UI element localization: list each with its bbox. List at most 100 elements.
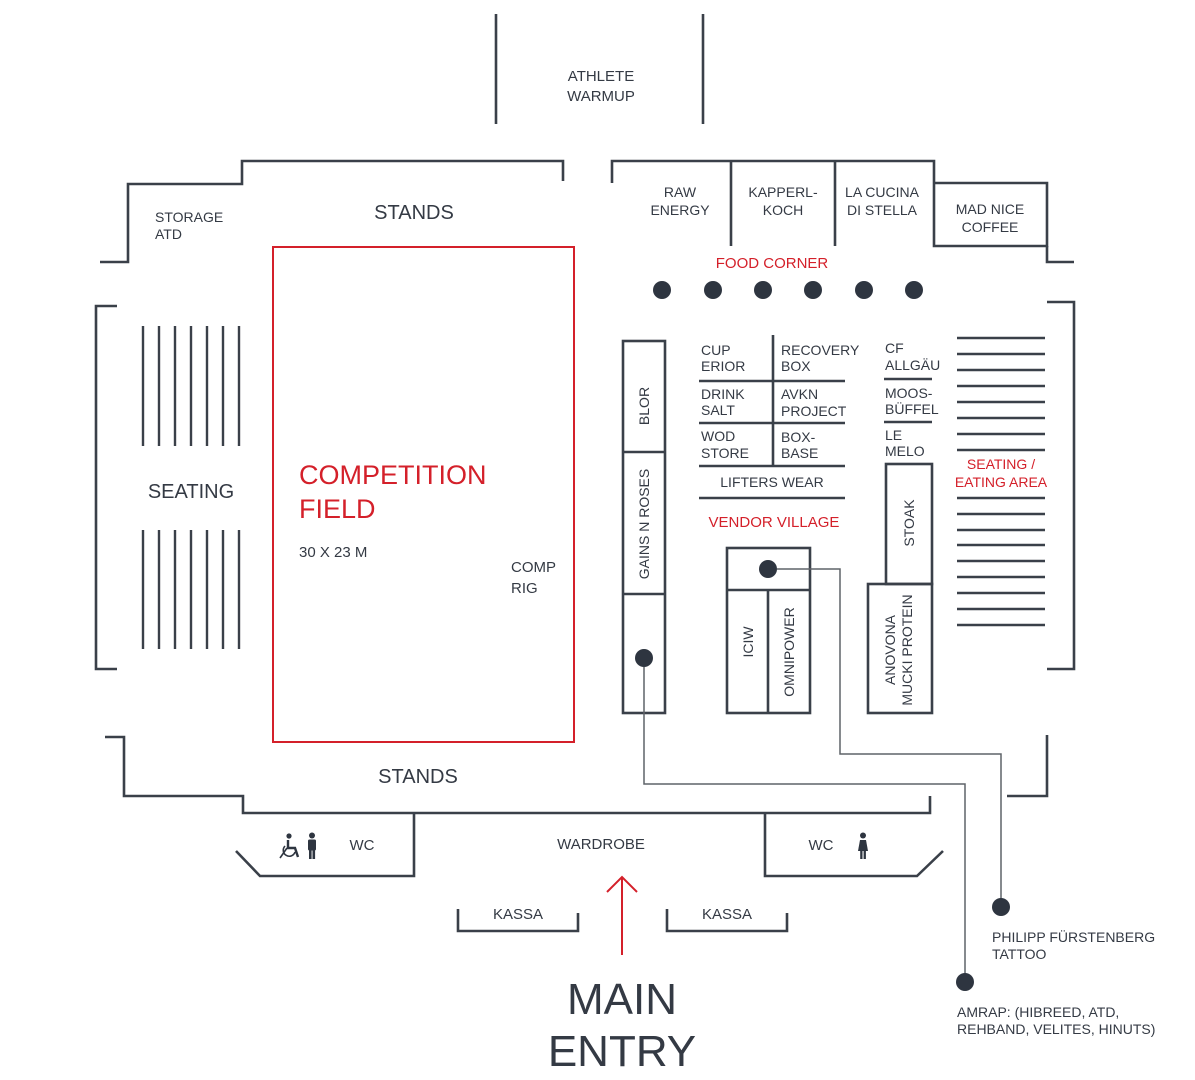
vendor-label: CF <box>885 340 904 356</box>
vendor-label: OMNIPOWER <box>781 607 797 696</box>
wardrobe-label[interactable]: WARDROBE <box>557 836 645 853</box>
wc-right[interactable]: WC <box>763 813 944 878</box>
competition-field-outline <box>272 246 575 743</box>
vendor-label: MELO <box>885 443 925 459</box>
callout-tattoo[interactable]: PHILIPP FÜRSTENBERG TATTOO <box>992 898 1155 962</box>
wall-bottom <box>105 735 932 815</box>
food-stall-mad-nice-coffee[interactable]: MAD NICE COFFEE <box>956 201 1024 235</box>
vendor-le-melo[interactable]: LE MELO <box>885 427 925 459</box>
tattoo-label-1: PHILIPP FÜRSTENBERG <box>992 928 1155 945</box>
vendor-label: ICIW <box>740 626 756 658</box>
main-entry[interactable]: MAIN ENTRY <box>548 975 696 1076</box>
vendor-label: GAINS N ROSES <box>636 469 652 579</box>
food-stall-kapperlkoch[interactable]: KAPPERL- KOCH <box>748 184 818 218</box>
seat-rows-bottom <box>141 530 241 649</box>
table-dot <box>704 281 722 299</box>
table-dot <box>653 281 671 299</box>
wheelchair-icon <box>279 833 300 859</box>
storage-area[interactable]: STORAGE ATD <box>155 209 223 242</box>
competition-field[interactable]: COMPETITION FIELD 30 X 23 M COMP RIG <box>272 246 575 743</box>
vendor-label: LE <box>885 427 902 443</box>
stands-top-label: STANDS <box>374 202 454 224</box>
vendor-grid <box>699 335 845 500</box>
food-stall-la-cucina[interactable]: LA CUCINA DI STELLA <box>845 184 920 218</box>
vendor-label: ALLGÄU <box>885 357 940 373</box>
wall-top-right <box>1045 246 1074 264</box>
vendor-label: BASE <box>781 445 818 461</box>
amrap-marker-dot[interactable] <box>635 649 653 667</box>
vendor-label: BOX- <box>781 429 816 445</box>
vendor-stoak[interactable]: STOAK <box>901 499 917 547</box>
tattoo-marker-dot[interactable] <box>759 560 777 578</box>
vendor-gains-n-roses[interactable]: GAINS N ROSES <box>636 469 652 579</box>
vendor-cup-erior[interactable]: CUP ERIOR <box>701 342 745 374</box>
vendor-label: STORE <box>701 445 749 461</box>
vendor-label: MOOS- <box>885 385 933 401</box>
kassa-left-label: KASSA <box>493 906 543 923</box>
table-dot <box>754 281 772 299</box>
athlete-warmup-area[interactable]: ATHLETE WARMUP <box>494 14 705 124</box>
vendor-label: ANOVONA <box>882 614 898 685</box>
vendor-moosbuffel[interactable]: MOOS- BÜFFEL <box>885 385 939 417</box>
kassa-right[interactable]: KASSA <box>665 906 789 933</box>
vendor-label: PROJECT <box>781 403 847 419</box>
comp-rig-label-2: RIG <box>511 580 538 597</box>
table-dot <box>905 281 923 299</box>
anovona-outline <box>866 582 934 715</box>
vendor-anovona[interactable]: ANOVONA MUCKI PROTEIN <box>882 594 915 705</box>
comp-rig-label-1: COMP <box>511 559 556 576</box>
kassa-left[interactable]: KASSA <box>456 906 580 933</box>
vendor-omnipower[interactable]: OMNIPOWER <box>781 607 797 696</box>
seating-left-area[interactable]: SEATING <box>141 326 241 649</box>
food-stall-label: KOCH <box>763 202 803 218</box>
vendor-label: WOD <box>701 428 735 444</box>
vendor-blor[interactable]: BLOR <box>636 387 652 425</box>
vendor-label: BÜFFEL <box>885 400 939 417</box>
vendor-box-base[interactable]: BOX- BASE <box>781 429 818 461</box>
arrow-up-icon <box>606 875 638 955</box>
vendor-label: SALT <box>701 402 735 418</box>
vendor-recovery-box[interactable]: RECOVERY BOX <box>781 342 860 374</box>
vendor-wod-store[interactable]: WOD STORE <box>701 428 749 461</box>
amrap-label-2: REHBAND, VELITES, HINUTS) <box>957 1021 1155 1037</box>
table-dot <box>804 281 822 299</box>
storage-label-2: ATD <box>155 226 182 242</box>
seat-rows-top <box>141 326 241 446</box>
man-icon <box>308 832 316 859</box>
food-stalls-outline <box>610 159 1049 248</box>
seating-eating-label-1: SEATING / <box>967 456 1035 472</box>
food-stall-label: DI STELLA <box>847 202 918 218</box>
stands-bottom-label: STANDS <box>378 766 458 788</box>
main-entry-label-1: MAIN <box>567 975 677 1024</box>
seating-left-label: SEATING <box>148 481 234 503</box>
vendor-lifters-wear[interactable]: LIFTERS WEAR <box>720 474 823 490</box>
seating-eating-area[interactable]: SEATING / EATING AREA <box>955 336 1048 627</box>
callout-amrap[interactable]: AMRAP: (HIBREED, ATD, REHBAND, VELITES, … <box>956 973 1155 1037</box>
kassa-right-counter <box>665 909 789 933</box>
competition-field-label-2: FIELD <box>299 494 376 524</box>
food-stall-raw-energy[interactable]: RAW ENERGY <box>650 184 710 218</box>
warmup-label-2: WARMUP <box>567 88 635 105</box>
tattoo-connector <box>777 568 1002 900</box>
food-stall-label: COFFEE <box>962 219 1019 235</box>
wall-bottom-right <box>1007 735 1049 798</box>
vendor-cf-allgau[interactable]: CF ALLGÄU <box>885 340 940 373</box>
wall-top-left <box>100 159 565 264</box>
warmup-label-1: ATHLETE <box>568 68 634 85</box>
food-stall-label: LA CUCINA <box>845 184 920 200</box>
seating-eating-label-2: EATING AREA <box>955 474 1048 490</box>
wc-right-label: WC <box>809 837 834 854</box>
vendor-label: CUP <box>701 342 731 358</box>
amrap-label-1: AMRAP: (HIBREED, ATD, <box>957 1004 1119 1020</box>
vendor-avkn-project[interactable]: AVKN PROJECT <box>781 386 847 419</box>
amrap-callout-dot <box>956 973 974 991</box>
amrap-connector <box>643 667 966 975</box>
vendor-drink-salt[interactable]: DRINK SALT <box>701 386 745 418</box>
vendor-label: RECOVERY <box>781 342 860 358</box>
wc-left[interactable]: WC <box>235 813 416 878</box>
wall-left-bracket <box>94 304 117 671</box>
food-stall-label: KAPPERL- <box>748 184 818 200</box>
vendor-iciw[interactable]: ICIW <box>740 626 756 658</box>
eating-rows-bottom <box>957 496 1045 627</box>
tattoo-label-2: TATTOO <box>992 946 1047 962</box>
